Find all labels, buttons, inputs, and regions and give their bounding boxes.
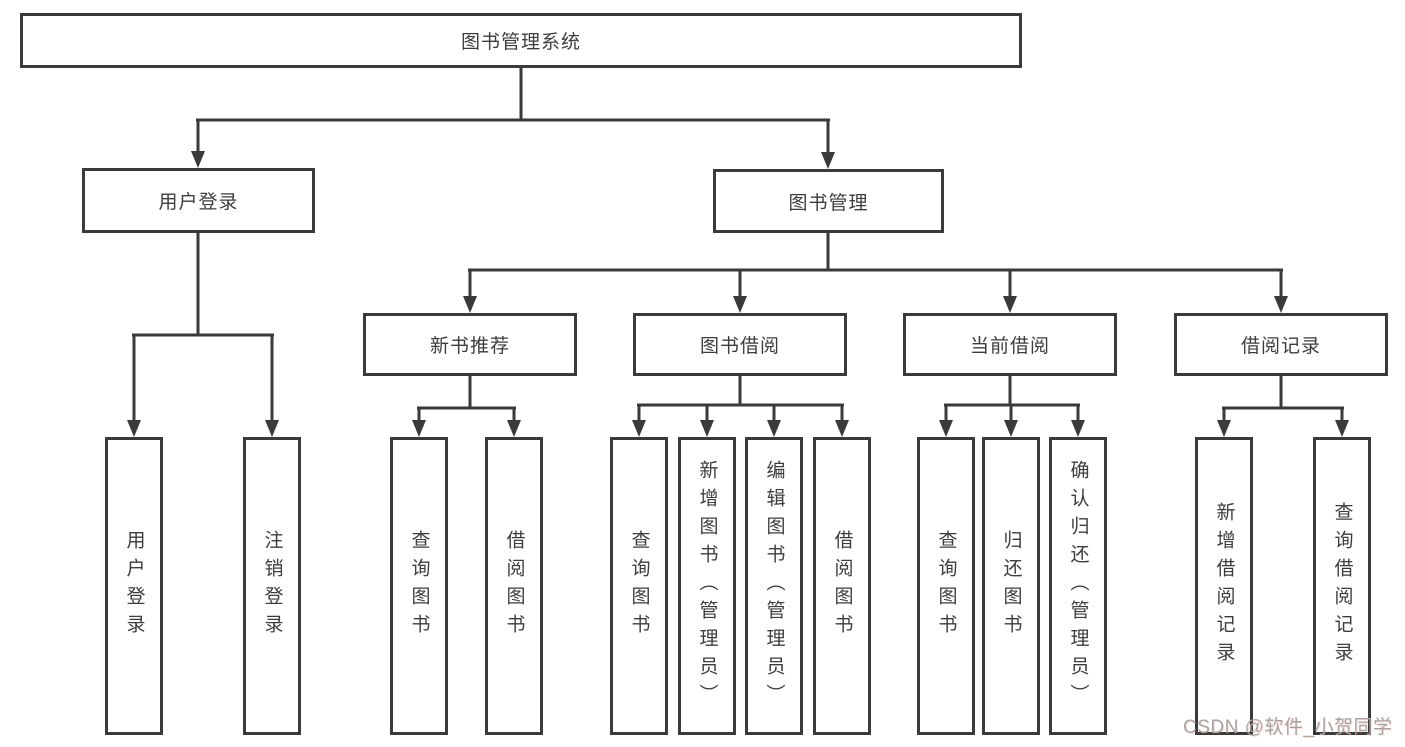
connector-manage-split <box>463 233 1288 313</box>
node-book-manage: 图书管理 <box>713 169 944 233</box>
leaf-cb-confirm-return-admin-label: 确认归还（管理员） <box>1067 460 1089 712</box>
connector-newbook-split <box>412 376 521 437</box>
node-new-book-recommend: 新书推荐 <box>363 313 577 376</box>
leaf-cb-return-book: 归还图书 <box>982 437 1040 735</box>
leaf-nb-borrow-book: 借阅图书 <box>485 437 543 735</box>
node-current-borrow-label: 当前借阅 <box>969 336 1050 357</box>
connector-bookborrow-split <box>632 376 849 437</box>
leaf-nb-query-book-label: 查询图书 <box>408 530 430 642</box>
leaf-logout-login: 注销登录 <box>243 437 301 735</box>
node-borrow-records: 借阅记录 <box>1174 313 1388 376</box>
leaf-br-add-record: 新增借阅记录 <box>1195 437 1253 735</box>
node-borrow-records-label: 借阅记录 <box>1240 336 1321 357</box>
leaf-logout-login-label: 注销登录 <box>261 530 283 642</box>
leaf-br-add-record-label: 新增借阅记录 <box>1213 502 1235 670</box>
leaf-br-query-record-label: 查询借阅记录 <box>1331 502 1353 670</box>
node-book-borrow-label: 图书借阅 <box>699 336 780 357</box>
node-user-login-label: 用户登录 <box>158 192 239 213</box>
connector-records-split <box>1217 376 1349 437</box>
csdn-watermark: CSDN @软件_小贺同学 <box>1183 717 1393 738</box>
node-book-borrow: 图书借阅 <box>633 313 847 376</box>
leaf-nb-query-book: 查询图书 <box>390 437 448 735</box>
leaf-br-query-record: 查询借阅记录 <box>1313 437 1371 735</box>
leaf-bb-edit-book-admin-label: 编辑图书（管理员） <box>763 460 785 712</box>
node-new-book-recommend-label: 新书推荐 <box>429 336 510 357</box>
leaf-nb-borrow-book-label: 借阅图书 <box>503 530 525 642</box>
node-current-borrow: 当前借阅 <box>903 313 1117 376</box>
connector-root-split <box>191 68 835 169</box>
leaf-cb-return-book-label: 归还图书 <box>1000 530 1022 642</box>
leaf-bb-add-book-admin: 新增图书（管理员） <box>678 437 736 735</box>
leaf-bb-add-book-admin-label: 新增图书（管理员） <box>696 460 718 712</box>
leaf-bb-query-book: 查询图书 <box>610 437 668 735</box>
leaf-cb-query-book: 查询图书 <box>917 437 975 735</box>
leaf-user-login: 用户登录 <box>105 437 163 735</box>
leaf-cb-query-book-label: 查询图书 <box>935 530 957 642</box>
leaf-bb-query-book-label: 查询图书 <box>628 530 650 642</box>
node-root: 图书管理系统 <box>20 13 1022 68</box>
connector-currentborrow-split <box>939 376 1085 437</box>
connector-login-split <box>127 233 279 437</box>
leaf-user-login-label: 用户登录 <box>123 530 145 642</box>
leaf-bb-edit-book-admin: 编辑图书（管理员） <box>745 437 803 735</box>
node-user-login: 用户登录 <box>82 168 315 233</box>
leaf-cb-confirm-return-admin: 确认归还（管理员） <box>1049 437 1107 735</box>
node-book-manage-label: 图书管理 <box>788 192 869 214</box>
node-root-label: 图书管理系统 <box>460 32 581 53</box>
leaf-bb-borrow-book: 借阅图书 <box>813 437 871 735</box>
leaf-bb-borrow-book-label: 借阅图书 <box>831 530 853 642</box>
